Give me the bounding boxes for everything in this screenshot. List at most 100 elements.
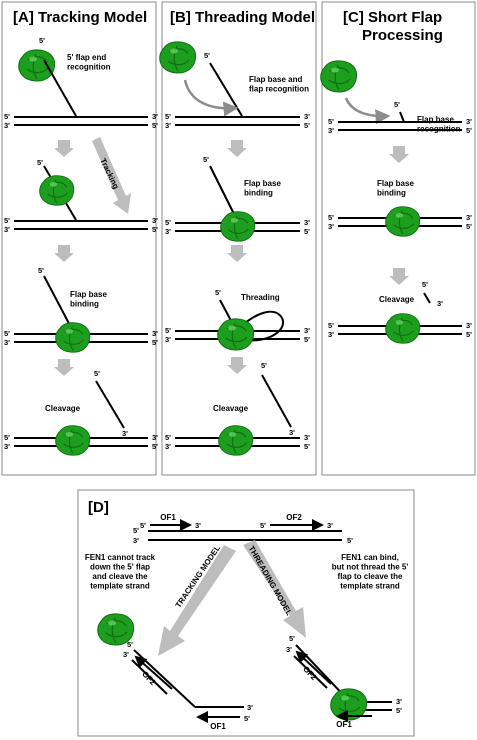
panel-d-left-of1-5prime: 5' — [244, 714, 250, 723]
panel-a-duplex-3-3prime-top: 3' — [152, 329, 158, 338]
panel-c-protein-3-body — [385, 313, 421, 344]
panel-d-right-of2-arrow — [295, 650, 332, 685]
panel-b-duplex-4-5prime-top: 5' — [165, 433, 171, 442]
panel-d-left-protein-body — [97, 613, 135, 646]
panel-a-duplex-1-3prime-top: 3' — [152, 112, 158, 121]
panel-a-duplex-3-3prime-bottom: 3' — [4, 338, 10, 347]
panel-c-duplex-1-5prime-bottom: 5' — [466, 126, 472, 135]
panel-b-duplex-4-3prime-bottom: 3' — [165, 442, 171, 451]
panel-b-protein-4 — [218, 425, 254, 456]
panel-c-protein-2-body — [385, 206, 421, 237]
panel-b-duplex-3-3prime-top: 3' — [304, 326, 310, 335]
panel-a-protein-3-highlight — [65, 328, 74, 334]
panel-b-duplex-2-5prime-top: 5' — [165, 218, 171, 227]
panel-d-threading-arrow — [243, 540, 306, 638]
panel-a-frame — [1, 1, 157, 476]
panel-c-duplex-3-3prime-bottom: 3' — [328, 330, 334, 339]
panel-a-flap-5prime-1: 5' — [39, 36, 45, 45]
panel-d-of2-5prime: 5' — [260, 521, 266, 530]
panel-d-left-of2-arrow — [134, 655, 173, 690]
panel-b-duplex-1-3prime-top: 3' — [304, 112, 310, 121]
panel-b-protein-1-body — [159, 41, 197, 74]
panel-b-duplex-2-3prime-top: 3' — [304, 218, 310, 227]
panel-b-protein-3 — [217, 318, 255, 351]
panel-a-tracking-arrow — [92, 137, 131, 214]
panel-d-left-end-3prime: 3' — [247, 703, 253, 712]
panel-a-protein-1-body — [18, 49, 56, 82]
panel-d-left-of1-label: OF1 — [210, 722, 226, 731]
panel-d-title: [D] — [88, 499, 109, 516]
panel-c-step3-label: Cleavage — [379, 295, 415, 304]
panel-c-cleaved-flap — [423, 292, 431, 304]
panel-d-left-5prime: 5' — [127, 640, 133, 649]
panel-b-protein-2-highlight — [230, 217, 239, 223]
panel-a-flap-1 — [43, 59, 77, 117]
panel-b-protein-3-highlight — [228, 325, 236, 331]
panel-b-approach-arrow — [183, 79, 239, 117]
panel-b-flap-5prime-1: 5' — [204, 51, 210, 60]
panel-a-protein-3-body — [55, 322, 91, 353]
panel-b-protein-2 — [220, 211, 256, 242]
panel-c-short-flap-1 — [399, 111, 405, 123]
panel-a-down-arrow-2 — [54, 245, 74, 262]
panel-c-title-line1: [C] Short Flap — [343, 9, 442, 26]
panel-a-step4-label: Cleavage — [45, 404, 81, 413]
panel-b-duplex-3-3prime-bottom: 3' — [165, 335, 171, 344]
panel-c-cleaved-5prime: 5' — [422, 280, 428, 289]
panel-b-protein-3-body — [217, 318, 255, 351]
panel-c-duplex-3-5prime-bottom: 5' — [466, 330, 472, 339]
panel-a-protein-3 — [55, 322, 91, 353]
panel-b-flap-5prime-2: 5' — [203, 155, 209, 164]
panel-a-cleaved-5prime: 5' — [94, 369, 100, 378]
panel-d-right-end-3prime: 3' — [396, 697, 402, 706]
panel-a-cleaved-3prime: 3' — [122, 429, 128, 438]
panel-b-step4-label: Cleavage — [213, 404, 249, 413]
panel-c-duplex-1-3prime-bottom: 3' — [328, 126, 334, 135]
panel-a-duplex-1-5prime-top: 5' — [4, 112, 10, 121]
panel-b-down-arrow-1 — [227, 140, 247, 157]
panel-a-duplex-3-5prime-top: 5' — [4, 329, 10, 338]
panel-b-protein-1 — [159, 41, 197, 74]
panel-c-duplex-2-3prime-bottom: 3' — [328, 222, 334, 231]
panel-b-cleaved-3prime: 3' — [289, 428, 295, 437]
panel-d-right-3prime: 3' — [286, 645, 292, 654]
panel-b-duplex-4-5prime-bottom: 5' — [304, 442, 310, 451]
panel-d-right-protein-highlight — [341, 695, 349, 701]
panel-a-flap-5prime-3: 5' — [38, 266, 44, 275]
panel-c-flap-5prime-1: 5' — [394, 100, 400, 109]
panel-c-down-arrow-2 — [389, 268, 409, 285]
panel-b-protein-1-highlight — [170, 48, 178, 54]
panel-b-protein-4-highlight — [228, 431, 237, 437]
panel-a-duplex-1-3prime-bottom: 3' — [4, 121, 10, 130]
panel-d-of1-3prime: 3' — [195, 521, 201, 530]
panel-c-protein-2-highlight — [395, 212, 404, 218]
panel-b-duplex-1-5prime-bottom: 5' — [304, 121, 310, 130]
panel-d-bottom-5prime: 5' — [347, 536, 353, 545]
panel-d-left-protein-highlight — [108, 620, 116, 626]
panel-a-duplex-4-3prime-bottom: 3' — [4, 442, 10, 451]
panel-b-duplex-2-3prime-bottom: 3' — [165, 227, 171, 236]
panel-a-protein-4-body — [55, 425, 91, 456]
panel-a-protein-1-highlight — [29, 56, 37, 62]
panel-c-protein-2 — [385, 206, 421, 237]
panel-d-right-5prime: 5' — [289, 634, 295, 643]
panel-b-duplex-1-5prime-top: 5' — [165, 112, 171, 121]
panel-d-right-of1-label: OF1 — [336, 720, 352, 729]
panel-a-protein-2 — [39, 175, 75, 206]
panel-b-down-arrow-2 — [227, 245, 247, 262]
panel-b-duplex-2-5prime-bottom: 5' — [304, 227, 310, 236]
panel-c-duplex-3-3prime-top: 3' — [466, 321, 472, 330]
panel-c-duplex-3-5prime-top: 5' — [328, 321, 334, 330]
panel-c-protein-1-highlight — [331, 67, 339, 73]
panel-a-duplex-4-5prime-bottom: 5' — [152, 442, 158, 451]
panel-d-top-5prime: 5' — [133, 526, 139, 535]
panel-b-title: [B] Threading Model — [170, 9, 315, 26]
panel-d-of2-label: OF2 — [286, 513, 302, 522]
panel-c-cleaved-3prime: 3' — [437, 299, 443, 308]
